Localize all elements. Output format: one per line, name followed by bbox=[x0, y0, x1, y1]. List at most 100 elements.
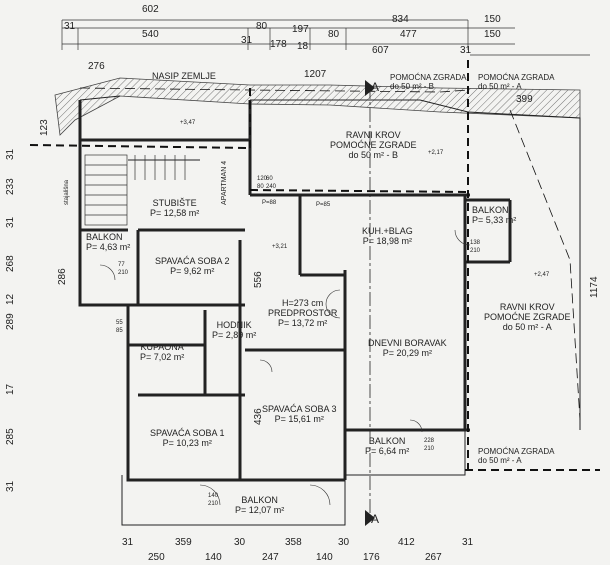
room-name: KUPAONA bbox=[140, 342, 184, 352]
dim-left-556: 556 bbox=[253, 271, 264, 288]
room-area: P= 20,29 m² bbox=[382, 348, 432, 358]
aux-top-a-line1: POMOĆNA ZGRADA bbox=[478, 73, 555, 82]
dim-bottom-412: 412 bbox=[398, 537, 415, 548]
room-hodnik: HODNIK P= 2,89 m² bbox=[212, 320, 256, 340]
aux-top-b-line1: POMOĆNA ZGRADA bbox=[390, 73, 467, 82]
level-347: +3,47 bbox=[180, 120, 196, 126]
room-name: BALKON bbox=[86, 232, 123, 242]
section-label-top: A bbox=[371, 80, 380, 94]
section-label-bottom: A bbox=[371, 512, 380, 526]
room-area: P= 2,89 m² bbox=[212, 330, 257, 340]
dim-bottom-140b: 140 bbox=[316, 552, 333, 563]
aux-top-b-line2: do 50 m² - B bbox=[390, 82, 435, 91]
dim-bottom-267: 267 bbox=[425, 552, 442, 563]
aux-building-bottom-a: POMOĆNA ZGRADA do 50 m² - A bbox=[478, 447, 554, 465]
stairs bbox=[84, 154, 186, 226]
dim-bottom-30a: 30 bbox=[234, 537, 246, 548]
room-area: P= 4,63 m² bbox=[86, 242, 131, 252]
dim-top-178: 178 bbox=[270, 39, 287, 50]
embankment-hatch bbox=[54, 77, 581, 136]
dim-top-834: 834 bbox=[392, 14, 409, 25]
door-210-ne: 210 bbox=[470, 248, 481, 254]
apartment-label: APARTMAN 4 bbox=[221, 160, 228, 205]
dim-left-31a: 31 bbox=[5, 148, 16, 160]
dim-bottom-31a: 31 bbox=[122, 537, 134, 548]
door-240: 240 bbox=[266, 184, 277, 190]
room-area: P= 13,72 m² bbox=[278, 318, 328, 328]
dim-top-31c: 31 bbox=[460, 45, 472, 56]
dim-top-150b: 150 bbox=[484, 29, 501, 40]
dim-left-286: 286 bbox=[57, 268, 68, 285]
dim-left-123: 123 bbox=[39, 119, 50, 136]
section-marker-bottom bbox=[365, 510, 375, 526]
dim-bottom-176: 176 bbox=[363, 552, 380, 563]
building-boundary-dashed bbox=[29, 60, 600, 471]
dim-bottom-31b: 31 bbox=[462, 537, 474, 548]
level-321: +3,21 bbox=[272, 244, 288, 250]
dim-bottom-247: 247 bbox=[262, 552, 279, 563]
level-247: +2,47 bbox=[534, 272, 550, 278]
door-80: 80 bbox=[257, 184, 264, 190]
dim-top-80a: 80 bbox=[256, 21, 268, 32]
dim-top-602: 602 bbox=[142, 4, 159, 15]
level-217: +2,17 bbox=[428, 150, 444, 156]
door-77: 77 bbox=[118, 262, 125, 268]
dim-top-276: 276 bbox=[88, 61, 105, 72]
room-name: HODNIK bbox=[216, 320, 252, 330]
pd-88: P=88 bbox=[262, 200, 277, 206]
dim-bottom-359: 359 bbox=[175, 537, 192, 548]
dim-top-31a: 31 bbox=[64, 21, 76, 32]
dim-left-289: 289 bbox=[5, 313, 16, 330]
room-area: P= 10,23 m² bbox=[162, 438, 212, 448]
dim-left-12: 12 bbox=[5, 293, 16, 305]
dim-left-268: 268 bbox=[5, 255, 16, 272]
dim-left-285: 285 bbox=[5, 428, 16, 445]
room-predprostor: H=273 cm PREDPROSTOR P= 13,72 m² bbox=[268, 298, 337, 328]
door-swings bbox=[99, 229, 471, 506]
room-balkon-s: BALKON P= 12,07 m² bbox=[235, 495, 284, 515]
room-area: P= 7,02 m² bbox=[140, 352, 185, 362]
roof-a-label: RAVNI KROV POMOĆNE ZGRADE do 50 m² - A bbox=[484, 302, 571, 332]
dim-bottom-140a: 140 bbox=[205, 552, 222, 563]
door-210-nw: 210 bbox=[118, 270, 129, 276]
dim-top-1207: 1207 bbox=[304, 69, 327, 80]
door-120: 120 bbox=[257, 176, 268, 182]
dim-top-31b: 31 bbox=[241, 35, 253, 46]
dim-top-399: 399 bbox=[516, 94, 533, 105]
room-area: P= 9,62 m² bbox=[170, 266, 215, 276]
exterior-walls bbox=[78, 100, 512, 482]
window-55: 55 bbox=[116, 320, 123, 326]
room-name: DNEVNI BORAVAK bbox=[368, 338, 447, 348]
room-name: BALKON bbox=[368, 436, 406, 446]
room-kupaona: KUPAONA P= 7,02 m² bbox=[140, 342, 184, 362]
pd-85: P=85 bbox=[316, 202, 331, 208]
room-balkon-nw: BALKON P= 4,63 m² bbox=[86, 232, 130, 252]
aux-top-a-line2: do 50 m² - A bbox=[478, 82, 522, 91]
dim-bottom-250: 250 bbox=[148, 552, 165, 563]
dim-top-18: 18 bbox=[297, 41, 309, 52]
roof-a-line1: RAVNI KROV bbox=[499, 302, 555, 312]
room-name: SPAVAĆA SOBA 3 bbox=[262, 404, 337, 414]
door-228: 228 bbox=[424, 438, 435, 444]
room-balkon-ne: BALKON P= 5,33 m² bbox=[472, 205, 516, 225]
dim-top-80b: 80 bbox=[328, 29, 340, 40]
roof-b-line3: do 50 m² - B bbox=[348, 150, 399, 160]
room-kuh-blag: KUH.+BLAG P= 18,98 m² bbox=[362, 226, 413, 246]
door-210-balkon-s: 210 bbox=[208, 501, 219, 507]
room-dnevni-boravak: DNEVNI BORAVAK P= 20,29 m² bbox=[368, 338, 447, 358]
embankment-label: NASIP ZEMLJE bbox=[152, 71, 216, 81]
room-spavaca-3: SPAVAĆA SOBA 3 P= 15,61 m² bbox=[262, 404, 337, 424]
room-name: KUH.+BLAG bbox=[362, 226, 413, 236]
room-name: STUBIŠTE bbox=[152, 198, 197, 208]
dim-top-477: 477 bbox=[400, 29, 417, 40]
roof-a-line2: POMOĆNE ZGRADE bbox=[484, 312, 571, 322]
door-140-balkon-s: 140 bbox=[208, 493, 219, 499]
room-name: SPAVAĆA SOBA 1 bbox=[150, 428, 225, 438]
dim-left-31b: 31 bbox=[5, 216, 16, 228]
roof-boundary-dashed bbox=[79, 87, 581, 421]
dim-left-31c: 31 bbox=[5, 480, 16, 492]
room-area: P= 15,61 m² bbox=[274, 414, 324, 424]
roof-a-line3: do 50 m² - A bbox=[502, 322, 552, 332]
dim-bottom-358: 358 bbox=[285, 537, 302, 548]
